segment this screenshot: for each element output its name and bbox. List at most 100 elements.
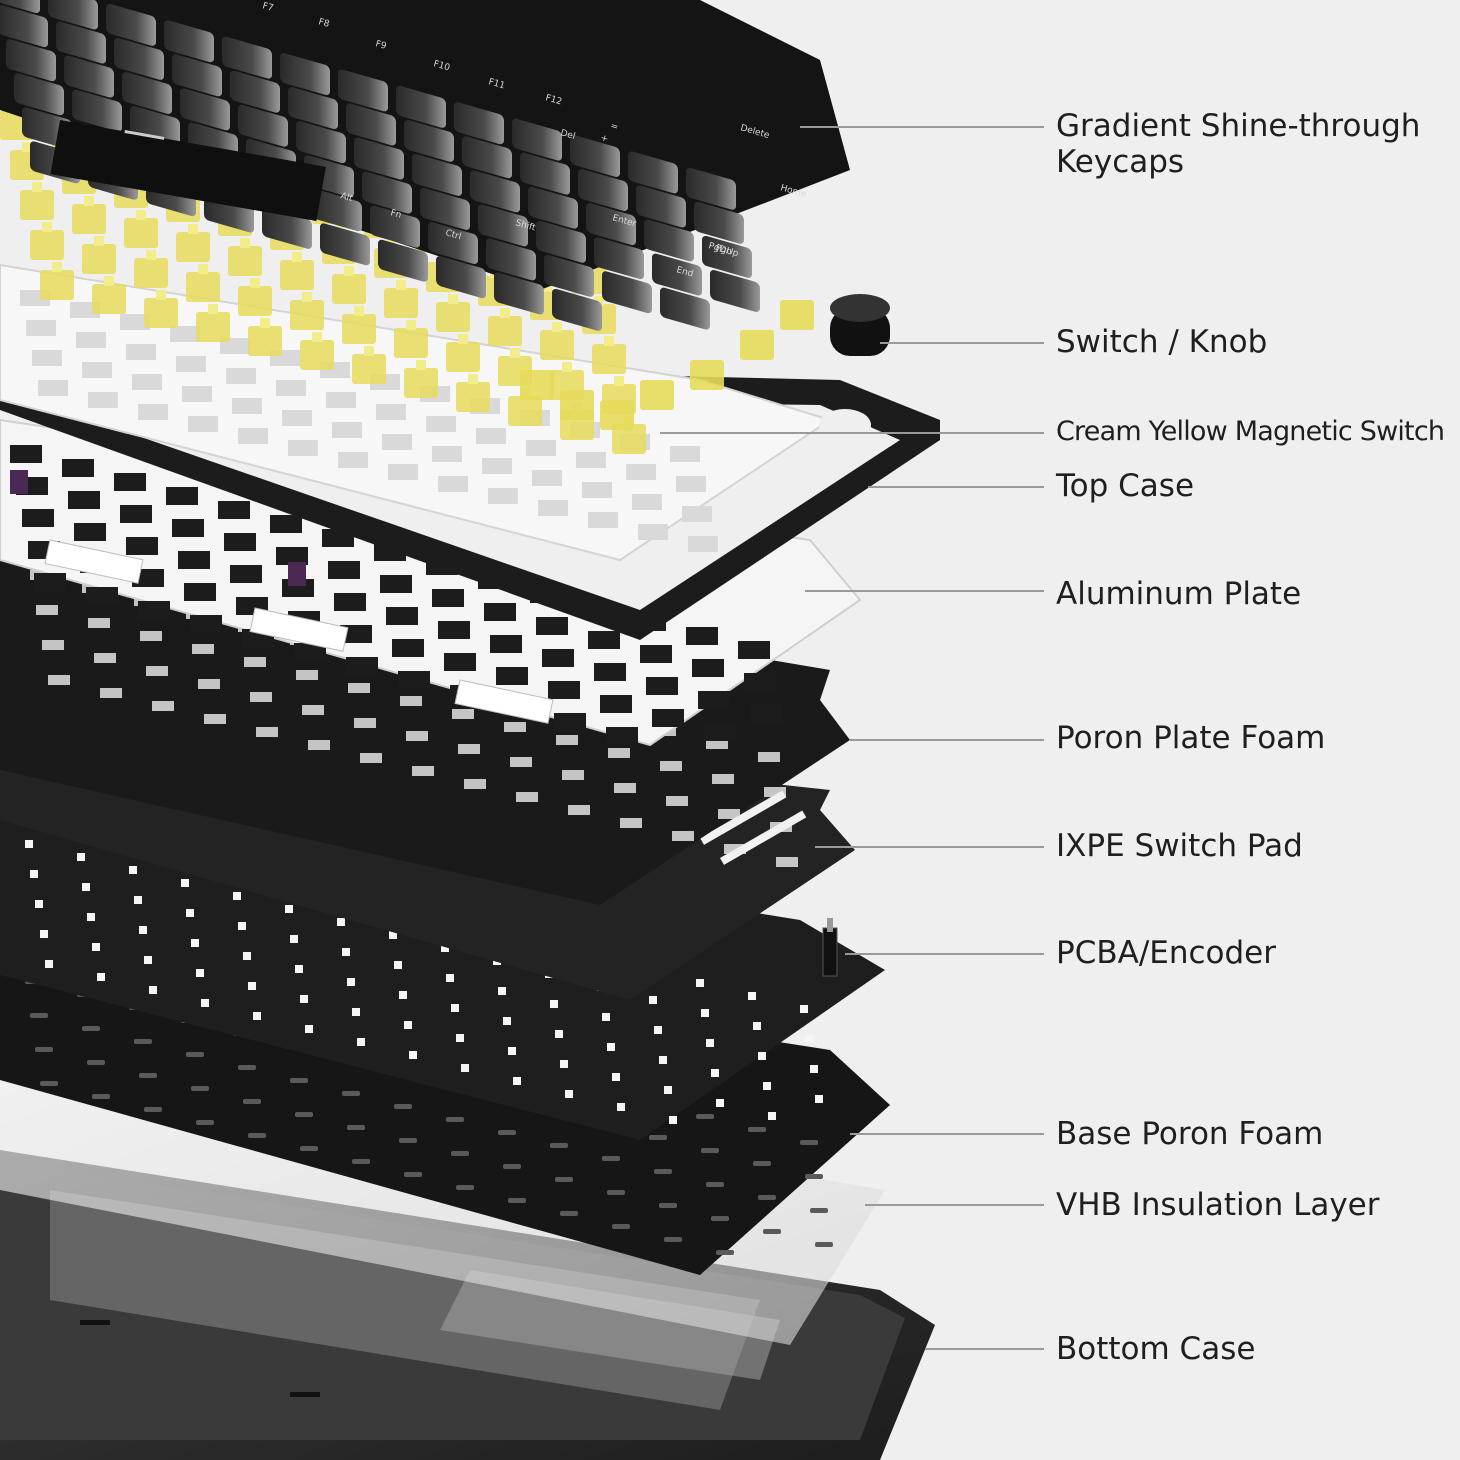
keycap — [420, 188, 470, 230]
pcb-pad — [92, 943, 100, 951]
foam-slot — [810, 1208, 828, 1213]
pcb-pad — [300, 995, 308, 1003]
plate-cutout — [10, 445, 42, 463]
plate-cutout — [376, 404, 406, 420]
plate-cutout — [190, 615, 222, 633]
leader-ixpe-switch-pad — [815, 846, 1044, 848]
pcb-pad — [607, 1043, 615, 1051]
foam-cutout — [140, 631, 162, 641]
pcb-pad — [612, 1073, 620, 1081]
pcb-pad — [196, 969, 204, 977]
foam-slot — [550, 1143, 568, 1148]
pcb-pad — [701, 1009, 709, 1017]
plate-cutout — [230, 565, 262, 583]
pcb-pad — [513, 1077, 521, 1085]
foam-slot — [815, 1242, 833, 1247]
keycap — [478, 204, 528, 247]
magnetic-switch — [560, 390, 594, 420]
plate-cutout — [224, 533, 256, 551]
pcb-pad — [716, 1099, 724, 1107]
foam-cutout — [42, 640, 64, 650]
foam-cutout — [36, 605, 58, 615]
foam-slot — [555, 1177, 573, 1182]
magnetic-switch — [600, 400, 634, 430]
foam-cutout — [354, 718, 376, 728]
pcb-pad — [181, 879, 189, 887]
pcb-pad — [238, 922, 246, 930]
plate-cutout — [652, 709, 684, 727]
magnetic-switch — [82, 236, 116, 274]
plate-cutout — [132, 374, 162, 390]
label-base-poron-foam: Base Poron Foam — [1056, 1116, 1324, 1152]
plate-cutout — [120, 505, 152, 523]
keycap — [312, 189, 362, 232]
foam-slot — [763, 1229, 781, 1234]
plate-cutout — [536, 617, 568, 635]
magnetic-switch — [456, 374, 490, 412]
keycap — [660, 287, 710, 330]
pcb-pad — [461, 1064, 469, 1072]
foam-cutout — [204, 714, 226, 724]
foam-cutout — [666, 796, 688, 806]
pcb-pad — [77, 853, 85, 861]
pcb-pad — [810, 1065, 818, 1073]
pcb-pad — [342, 948, 350, 956]
leader-switch-knob — [880, 342, 1044, 344]
keycap — [0, 0, 40, 14]
keycap — [436, 256, 486, 299]
magnetic-switch — [640, 380, 674, 410]
foam-slot — [394, 1104, 412, 1109]
pcb-pad — [753, 1022, 761, 1030]
keycap — [570, 135, 620, 177]
plate-cutout — [126, 537, 158, 555]
plate-cutout — [698, 691, 730, 709]
pcb-pad — [768, 1112, 776, 1120]
plate-cutout — [386, 607, 418, 625]
leader-magnetic-switch — [660, 432, 1044, 434]
foam-slot — [800, 1140, 818, 1145]
plate-cutout — [704, 723, 736, 741]
label-keycaps: Gradient Shine-through Keycaps — [1056, 108, 1421, 180]
pcb-pad — [654, 1026, 662, 1034]
plate-cutout — [126, 344, 156, 360]
foam-slot — [186, 1052, 204, 1057]
foam-slot — [607, 1190, 625, 1195]
foam-cutout — [504, 722, 526, 732]
magnetic-switch — [40, 262, 74, 300]
keycap — [428, 222, 478, 264]
keycap — [404, 119, 454, 162]
foam-cutout — [250, 692, 272, 702]
pcb-pad — [134, 896, 142, 904]
foam-cutout — [192, 644, 214, 654]
pcb-pad — [144, 956, 152, 964]
magnetic-switch — [540, 322, 574, 360]
pcb-pad — [617, 1103, 625, 1111]
keycap — [288, 87, 338, 130]
plate-cutout — [26, 320, 56, 336]
foam-cutout — [764, 787, 786, 797]
knob — [830, 294, 890, 356]
foam-slot — [196, 1120, 214, 1125]
foam-slot — [716, 1250, 734, 1255]
keycap — [338, 69, 388, 112]
keycap — [586, 203, 636, 246]
keycap — [412, 154, 462, 196]
pcb-pad — [763, 1082, 771, 1090]
plate-cutout — [398, 671, 430, 689]
label-top-case: Top Case — [1056, 468, 1195, 504]
plate-cutout — [686, 627, 718, 645]
plate-cutout — [542, 649, 574, 667]
plate-cutout — [334, 593, 366, 611]
keycap-legend: Ctrl — [444, 228, 462, 242]
plate-cutout — [632, 494, 662, 510]
magnetic-switch — [394, 320, 428, 358]
foam-cutout — [712, 774, 734, 784]
keycap — [578, 169, 628, 212]
plate-cutout — [32, 350, 62, 366]
plate-cutout — [114, 473, 146, 491]
foam-cutout — [198, 679, 220, 689]
pcb-pad — [664, 1086, 672, 1094]
keycap-legend: F11 — [487, 77, 506, 91]
pcb-pad — [25, 840, 33, 848]
keycap — [222, 36, 272, 79]
